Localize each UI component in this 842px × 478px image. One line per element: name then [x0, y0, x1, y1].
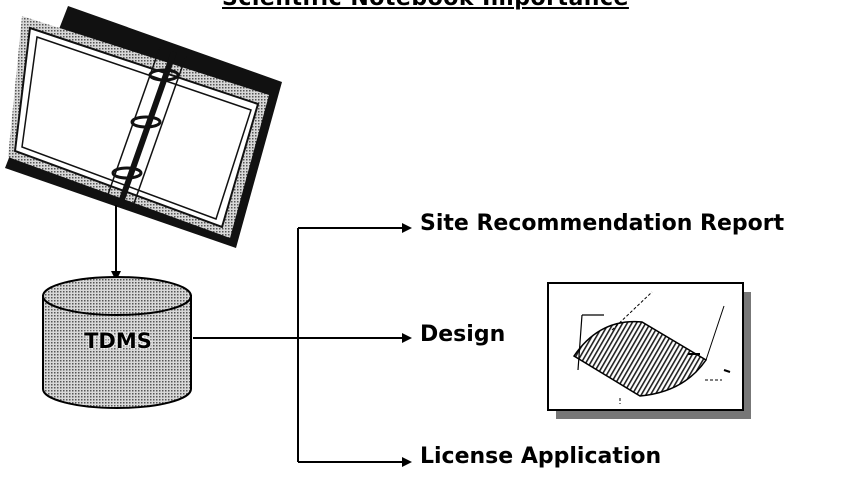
- binder-ring-icon: [148, 68, 180, 82]
- cylinder-database-icon: [42, 276, 192, 409]
- binder-notebook-icon: [5, 6, 282, 248]
- design-sketch-icon: [547, 282, 751, 419]
- page-title: Scientific Notebook Importance: [222, 0, 629, 11]
- connector-lines: [193, 223, 412, 467]
- output-design-label: Design: [420, 322, 506, 347]
- output-license-application-label: License Application: [420, 444, 662, 469]
- binder-ring-icon: [130, 115, 162, 129]
- binder-ring-icon: [111, 166, 143, 180]
- output-site-recommendation-label: Site Recommendation Report: [420, 211, 785, 236]
- database-label: TDMS: [84, 329, 152, 353]
